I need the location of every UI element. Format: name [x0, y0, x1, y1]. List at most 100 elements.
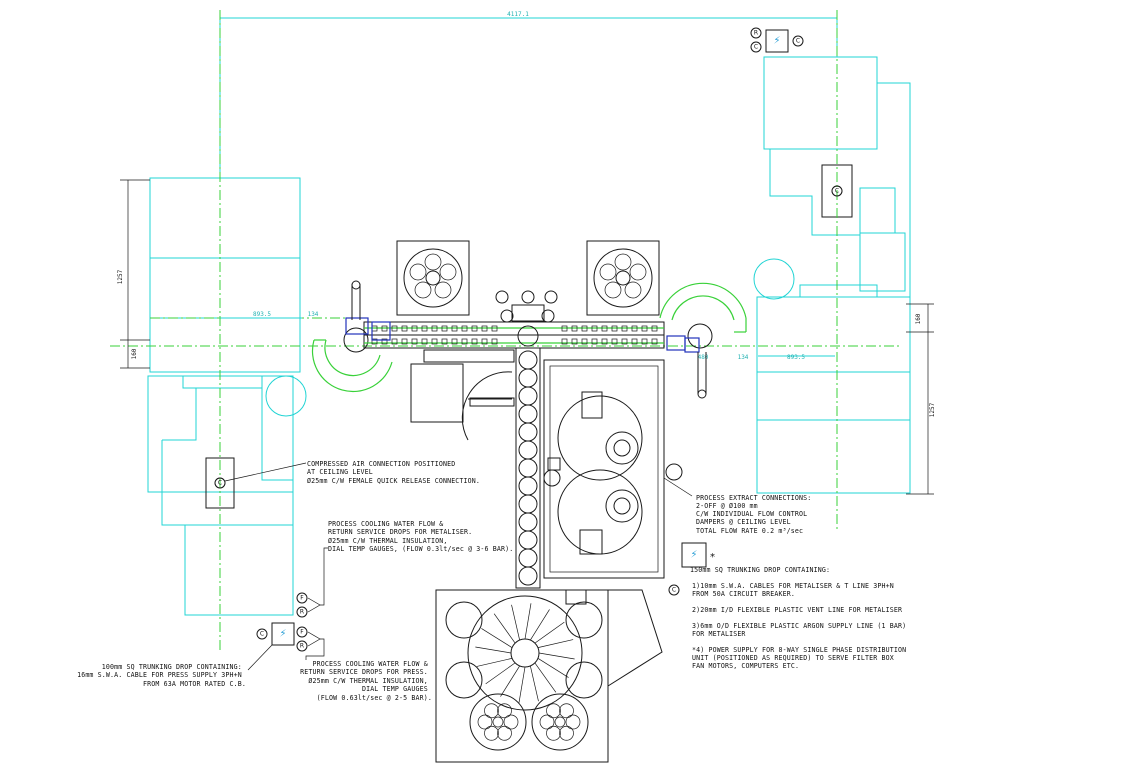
track-tooth	[621, 325, 628, 332]
note-item-3: 3)6mm O/D FLEXIBLE PLASTIC ARGON SUPPLY …	[692, 622, 910, 638]
track-tooth	[471, 325, 478, 332]
spoke	[476, 658, 513, 667]
left-press-outline	[147, 177, 307, 616]
overall-width-label: 4117.1	[507, 11, 529, 18]
track-tooth	[561, 338, 568, 345]
lightning-icon: ⚡	[773, 36, 780, 47]
roller	[518, 404, 538, 424]
reel-core	[484, 703, 499, 719]
left-h-dim-label: 893.5	[253, 311, 271, 318]
track-tooth	[401, 325, 408, 332]
track-tooth	[611, 338, 618, 345]
trunking-press-symbol: C ⚡	[247, 622, 295, 671]
reel-core	[559, 703, 574, 719]
track-tooth	[631, 325, 638, 332]
track-tooth	[461, 338, 468, 345]
note-item-1: 1)10mm S.W.A. CABLES FOR METALISER & T L…	[692, 582, 898, 598]
metaliser-feed	[410, 349, 515, 441]
right-height-label: 1257	[929, 402, 936, 417]
right-unwind-arc	[659, 282, 747, 349]
track-tooth	[421, 325, 428, 332]
reel-core	[497, 725, 512, 741]
spoke	[518, 666, 526, 703]
track-tooth	[651, 325, 658, 332]
track-tooth	[481, 338, 488, 345]
spoke	[530, 609, 550, 641]
track-tooth	[411, 325, 418, 332]
extract-leader	[663, 477, 693, 497]
right-vertical-dimension: 160 1257	[906, 303, 936, 495]
air-c-symbol: C	[214, 462, 307, 489]
reel-hub	[492, 716, 504, 728]
spoke	[534, 662, 557, 693]
reel-core	[503, 714, 519, 730]
right-press-outline	[753, 56, 911, 494]
right-fan-unit	[586, 240, 660, 316]
right-h-dim-label: 893.5	[787, 354, 805, 361]
right-offset-label: 160	[915, 313, 922, 324]
reel-core	[559, 725, 574, 741]
spoke	[481, 628, 513, 648]
reel-core	[546, 703, 561, 719]
left-fan-unit	[396, 240, 470, 316]
track-tooth	[431, 325, 438, 332]
track-tooth	[621, 338, 628, 345]
svg-text:R: R	[754, 30, 758, 37]
overall-dimension: 4117.1	[219, 11, 838, 180]
svg-text:F: F	[300, 595, 304, 602]
track-tooth	[411, 338, 418, 345]
reel-core	[484, 725, 499, 741]
metaliser-chamber	[543, 359, 683, 579]
track-tooth	[401, 338, 408, 345]
track-tooth	[391, 325, 398, 332]
track-tooth	[471, 338, 478, 345]
reel-core	[539, 714, 555, 730]
svg-text:C: C	[796, 38, 800, 45]
track-tooth	[491, 338, 498, 345]
track-tooth	[561, 325, 568, 332]
track-tooth	[581, 338, 588, 345]
r-symbol: R	[750, 27, 762, 39]
track-tooth	[571, 338, 578, 345]
track-tooth	[601, 325, 608, 332]
c-symbol: C	[792, 35, 804, 47]
roller	[518, 530, 538, 550]
horizontal-dimensions: 893.5 134 893.5 134 480	[222, 311, 835, 361]
spoke	[530, 665, 539, 702]
reel-core	[546, 725, 561, 741]
track-tooth	[451, 325, 458, 332]
svg-text:C: C	[835, 188, 839, 195]
roller-column	[515, 347, 541, 589]
track-tooth	[381, 325, 388, 332]
note-cooling-metaliser: PROCESS COOLING WATER FLOW & RETURN SERV…	[328, 520, 513, 553]
track-tooth	[611, 325, 618, 332]
c-symbol: C	[750, 41, 762, 53]
left-unwind-arc	[311, 327, 393, 393]
track-tooth	[391, 338, 398, 345]
track-tooth	[461, 325, 468, 332]
trunking-150-symbol: ⚡ *	[681, 542, 715, 568]
note-item-4: *4) POWER SUPPLY FOR 8-WAY SINGLE PHASE …	[692, 646, 910, 670]
track-tooth	[591, 325, 598, 332]
roller	[518, 386, 538, 406]
right-small-label: 134	[738, 354, 749, 361]
roller	[518, 368, 538, 388]
spoke	[534, 621, 565, 644]
track-tooth	[381, 338, 388, 345]
roller	[518, 476, 538, 496]
roller	[518, 566, 538, 586]
left-height-label: 1257	[117, 269, 124, 284]
reel-core	[477, 714, 493, 730]
track-tooth	[371, 338, 378, 345]
track-tooth	[601, 338, 608, 345]
note-trunking-150: 150mm SQ TRUNKING DROP CONTAINING:	[690, 566, 830, 574]
left-offset-label: 160	[131, 348, 138, 359]
track-tooth	[651, 338, 658, 345]
note-air: COMPRESSED AIR CONNECTION POSITIONED AT …	[307, 460, 480, 485]
track-tooth	[481, 325, 488, 332]
note-extract: PROCESS EXTRACT CONNECTIONS: 2-OFF @ Ø10…	[696, 494, 815, 535]
spoke	[475, 646, 512, 654]
track-tooth	[441, 325, 448, 332]
track-tooth	[451, 338, 458, 345]
svg-text:C: C	[260, 631, 264, 638]
